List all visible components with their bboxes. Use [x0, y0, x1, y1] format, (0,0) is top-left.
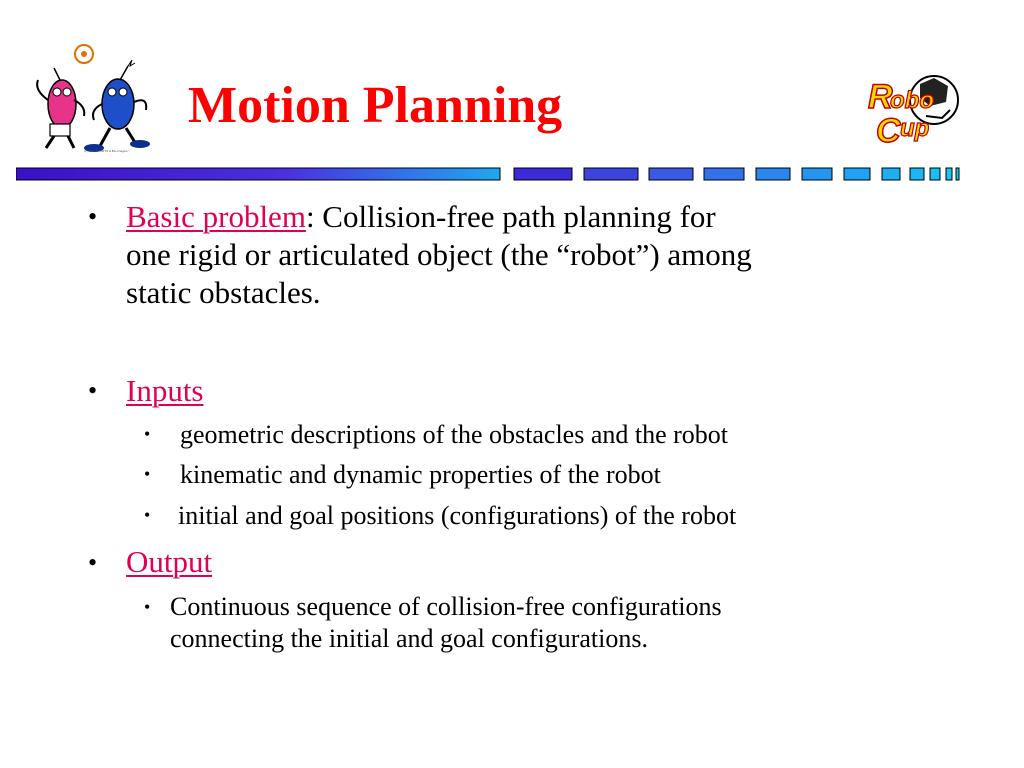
slide-title: Motion Planning — [188, 77, 563, 134]
inputs-heading: Inputs — [126, 372, 204, 410]
basic-problem-text-3: static obstacles. — [126, 275, 321, 310]
input-item-2: kinematic and dynamic properties of the … — [180, 460, 661, 489]
inputs-label: Inputs — [126, 373, 204, 408]
bullet-input-3: • — [144, 505, 151, 525]
output-item: Continuous sequence of collision-free co… — [170, 591, 970, 655]
bullet-basic: • — [88, 202, 98, 231]
basic-problem-text-2: one rigid or articulated object (the “ro… — [126, 237, 752, 272]
output-heading: Output — [126, 543, 212, 581]
basic-problem-text-1: : Collision-free path planning for — [305, 199, 716, 234]
bullet-input-2: • — [144, 464, 151, 484]
divider-segment — [801, 167, 833, 181]
basic-problem-label: Basic problem — [126, 199, 306, 234]
divider-segment — [955, 167, 960, 181]
divider-segment — [881, 167, 901, 181]
divider-segment — [703, 167, 745, 181]
output-item-line1: Continuous sequence of collision-free co… — [170, 592, 722, 621]
robocup-logo: R obo C up — [867, 75, 959, 151]
divider-segment — [909, 167, 925, 181]
input-item-1: geometric descriptions of the obstacles … — [180, 420, 729, 449]
basic-problem-line1: Basic problem: Collision-free path plann… — [126, 198, 986, 236]
bullet-inputs: • — [88, 376, 98, 405]
input-item-3: initial and goal positions (configuratio… — [178, 501, 737, 530]
divider-segment — [755, 167, 791, 181]
divider-segment — [929, 167, 941, 181]
divider-segment — [583, 167, 639, 181]
logo-letters-up: up — [900, 115, 929, 142]
logo-letter-r: R — [868, 78, 893, 116]
robot-cartoon-logo — [36, 44, 150, 152]
output-item-line2: connecting the initial and goal configur… — [170, 624, 648, 653]
bullet-input-1: • — [144, 424, 151, 444]
logo-letter-c: C — [876, 112, 901, 150]
header-divider-bar — [16, 167, 960, 181]
bullet-output: • — [88, 548, 98, 577]
divider-segment — [945, 167, 953, 181]
divider-segment — [16, 167, 501, 181]
logo-caption: (c) 1998 SPORTS & Bio-Imagine — [84, 149, 128, 153]
basic-problem-block: Basic problem: Collision-free path plann… — [126, 198, 986, 312]
divider-segment — [648, 167, 694, 181]
bullet-output-1: • — [144, 597, 151, 617]
output-label: Output — [126, 544, 213, 579]
divider-segment — [843, 167, 871, 181]
divider-segment — [513, 167, 573, 181]
logo-letters-obo: obo — [890, 87, 934, 114]
